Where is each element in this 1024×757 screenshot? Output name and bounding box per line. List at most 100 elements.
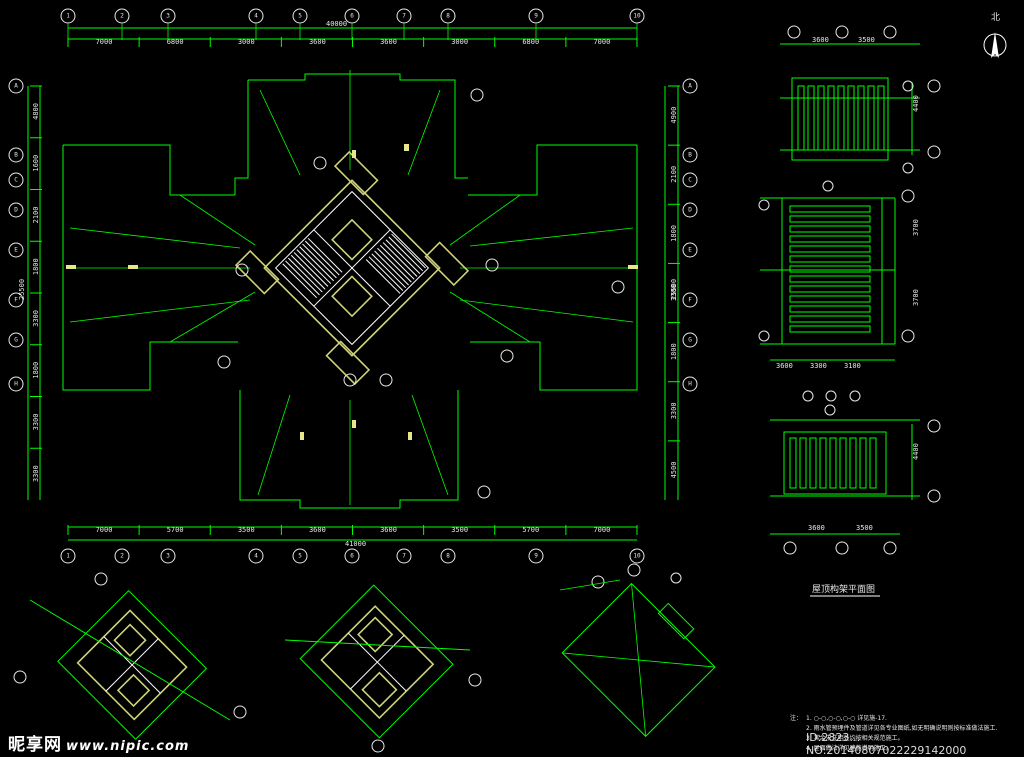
bottom-axis-bubble: 4 [254,553,258,560]
right-axis-bubble: A [688,83,692,90]
bottom-axis-bubble: 6 [350,553,354,560]
top-dim-1: 6800 [167,38,184,46]
rp-side-dim: 4400 [912,443,920,460]
left-dimensions: 4800 1600 2100 1800 3300 1800 3300 3300 [30,85,42,482]
partial-plan-3 [559,563,716,738]
left-axis-bubble: C [14,177,18,184]
top-dim-3: 3600 [309,38,326,46]
bottom-dim-4: 3600 [380,526,397,534]
note-line-4: 4. 屋面做法详见建施说明施工。 [806,744,892,752]
watermark-brand: 昵享网 [8,735,62,755]
bottom-dim-6: 5700 [522,526,539,534]
bottom-axis-bubble: 3 [166,553,170,560]
left-dim-2: 2100 [32,207,40,224]
right-dim-2: 1800 [670,225,678,242]
left-axis-bubble: H [14,381,18,388]
note-line-2: 2. 雨水管预埋件及管道详见各专业图纸,如无明确说明则按标准做法施工. [806,724,998,732]
partial-plan-2 [284,584,482,753]
top-axis-bubble: 4 [254,13,258,20]
main-floor-plan [27,27,679,541]
image-id: ID:2823… NO:20140807022229142000 [806,731,967,757]
right-dim-3: 3300 [670,284,678,301]
top-axis-bubble: 6 [350,13,354,20]
top-axis-bubble: 3 [166,13,170,20]
left-axis-bubble: A [14,83,18,90]
rp-top-dim: 3500 [858,36,875,44]
left-axis-bubble: G [14,337,18,344]
bottom-axis-bubble: 8 [446,553,450,560]
left-dim-4: 3300 [32,310,40,327]
left-axis-bubble: D [14,207,18,214]
right-axis-bubble: H [688,381,692,388]
right-dim-6: 4500 [670,462,678,479]
note-line-3: 3. 其余未注明处均按相关规范施工。 [806,734,904,742]
top-dim-7: 7000 [593,38,610,46]
top-total-dim: 40000 [326,20,347,28]
left-dim-3: 1800 [32,258,40,275]
rp-bottom-dim: 3600 [808,524,825,532]
left-dim-5: 1800 [32,362,40,379]
bottom-axis-bubble: 1 [66,553,70,560]
left-dim-0: 4800 [32,103,40,120]
bottom-axis-bubble: 10 [633,553,641,560]
partial-plan-1 [13,572,247,740]
right-axis-bubble: E [688,247,692,254]
compass-label: 北 [991,12,1000,23]
left-axis-bubble: F [14,297,18,304]
right-axis-bubble: G [688,337,692,344]
bottom-dim-3: 3600 [309,526,326,534]
top-dim-6: 6800 [522,38,539,46]
rp-mid-dim: 3600 [776,362,793,370]
notes-label: 注： [790,714,802,722]
rp-side-dim: 3700 [912,289,920,306]
bottom-axis-bubble: 5 [298,553,302,560]
bottom-dim-2: 3500 [238,526,255,534]
top-axis-bubble: 8 [446,13,450,20]
roof-frame-plan [758,25,941,555]
top-axis-bubble: 7 [402,13,406,20]
right-axis-bubble: C [688,177,692,184]
bottom-axis-bubble: 9 [534,553,538,560]
top-dim-4: 3600 [380,38,397,46]
north-compass-icon [983,32,1007,58]
roof-frame-title: 屋顶构架平面图 [812,583,875,595]
top-dim-0: 7000 [96,38,113,46]
note-line-1: 1. ○-○,○-○,○-○ 详见施-17. [806,714,887,722]
rp-side-dim: 4400 [912,95,920,112]
top-axis-bubble: 9 [534,13,538,20]
rp-bottom-dim: 3500 [856,524,873,532]
left-axis-bubble: E [14,247,18,254]
bottom-dim-7: 7000 [593,526,610,534]
right-axis-bubble: D [688,207,692,214]
right-axis-bubble: F [688,297,692,304]
left-dim-1: 1600 [32,155,40,172]
bottom-axis-bubble: 7 [402,553,406,560]
left-total-dim: 25500 [18,279,26,300]
top-axis-bubble: 5 [298,13,302,20]
rp-mid-dim: 3300 [810,362,827,370]
left-axis-bubble: B [14,152,18,159]
bottom-dim-1: 5700 [167,526,184,534]
top-axis-bubble: 2 [120,13,124,20]
bottom-dim-5: 3500 [451,526,468,534]
rp-mid-dim: 3100 [844,362,861,370]
right-dim-1: 2100 [670,166,678,183]
bottom-dim-0: 7000 [96,526,113,534]
bottom-axis-bubble: 2 [120,553,124,560]
right-dim-5: 3300 [670,402,678,419]
bottom-dimensions: 7000 5700 3500 3600 3600 3500 5700 7000 [67,525,638,535]
rp-side-dim: 3700 [912,219,920,236]
right-dim-0: 4900 [670,107,678,124]
watermark: 昵享网 www.nipic.com [8,730,189,755]
left-dim-6: 3300 [32,414,40,431]
right-axis-bubble: B [688,152,692,159]
left-dim-7: 3300 [32,465,40,482]
rp-top-dim: 3600 [812,36,829,44]
watermark-url: www.nipic.com [66,739,190,754]
top-dim-5: 3000 [451,38,468,46]
top-axis-bubble: 1 [66,13,70,20]
